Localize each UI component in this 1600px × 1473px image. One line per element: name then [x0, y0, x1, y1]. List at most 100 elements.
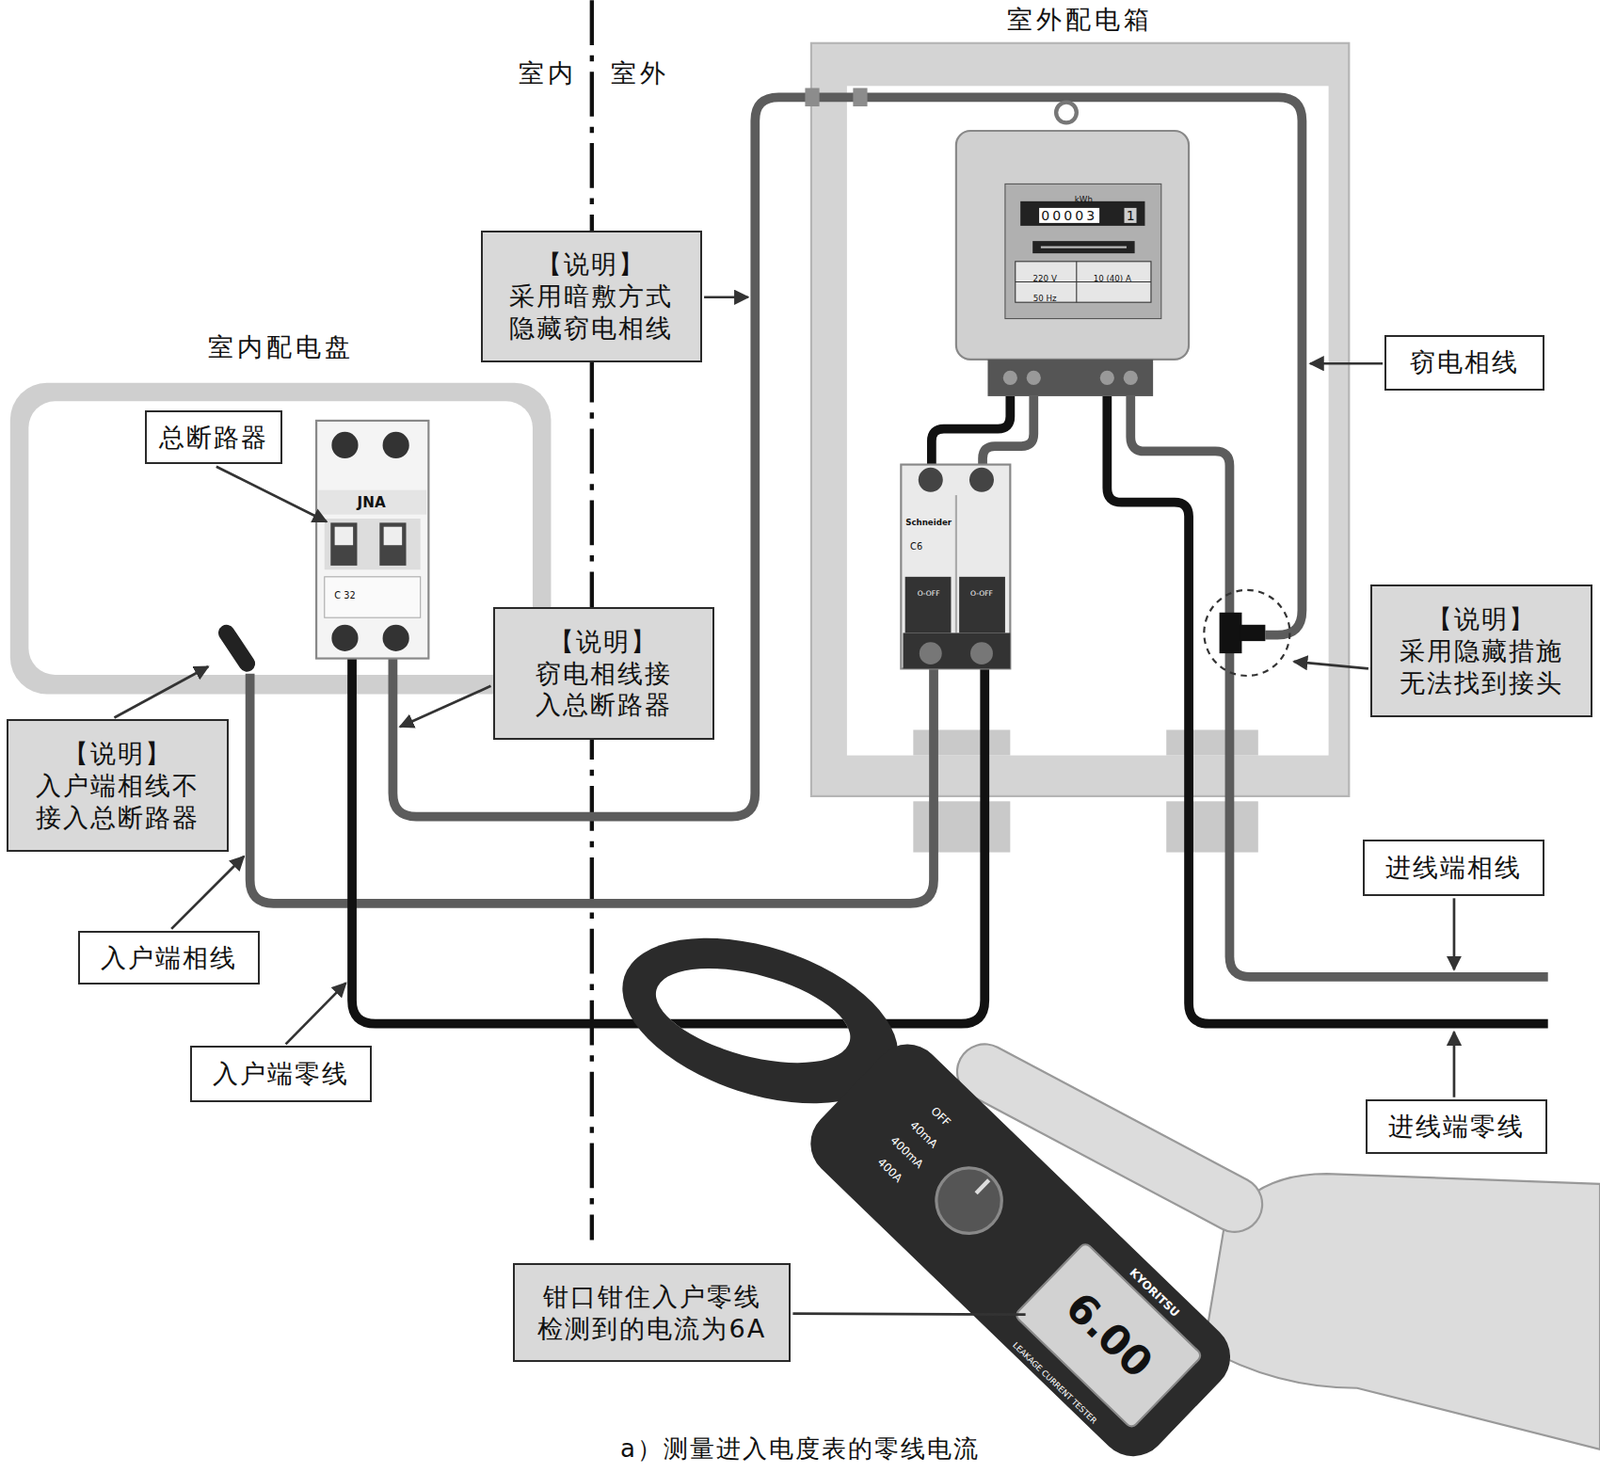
clamp-meter: [645, 950, 861, 1082]
box-heading: 室内配电盘: [10, 331, 552, 364]
hidden-joint: [1219, 612, 1243, 654]
cable-gland: [912, 729, 1010, 755]
energy-meter: [1003, 370, 1018, 385]
meter-breaker: [900, 464, 1010, 670]
indoor-panel-frame: [28, 400, 533, 675]
wire-entry: [804, 88, 819, 108]
note-box: 【说明】窃电相线接 入总断路器: [493, 607, 715, 740]
meter-breaker: [955, 495, 958, 633]
note-text: 入户端相线不 接入总断路器: [30, 769, 206, 834]
energy-meter: [1026, 370, 1041, 385]
meter-breaker: [959, 576, 1006, 634]
neutral-wire: [931, 396, 1010, 468]
note-text: 总断路器: [159, 421, 269, 454]
breaker-brand: Schneider: [905, 518, 952, 528]
cable-gland: [912, 729, 1258, 852]
energy-meter: [1020, 201, 1145, 226]
meter-rating: 220 V: [1033, 274, 1057, 285]
note-heading: 【说明】: [536, 248, 646, 281]
breaker-rating: C 32: [334, 590, 355, 601]
energy-meter: [956, 102, 1189, 397]
leader-arrow: [113, 666, 208, 718]
energy-meter: [1056, 102, 1077, 124]
leader-arrow: [1453, 1031, 1456, 1097]
leader-arrow: [216, 466, 327, 523]
distribution-box: 室外配电箱: [811, 43, 1349, 797]
meter-rating: 50 Hz: [1033, 294, 1057, 304]
note-box: 【说明】采用隐藏措施 无法找到接头: [1370, 584, 1593, 718]
leader-arrow: [1310, 362, 1383, 366]
wire-label: 进线端零线: [1365, 1099, 1548, 1155]
clamp-meter: [976, 1180, 990, 1194]
meter-breaker: [918, 467, 944, 493]
energy-meter: [1005, 183, 1162, 319]
note-heading: 【说明】: [1426, 603, 1536, 636]
leader-arrow: [704, 295, 749, 299]
meter-breaker: [905, 576, 952, 634]
main-breaker: [384, 527, 403, 546]
box-heading: 室外配电箱: [811, 3, 1349, 36]
switch-state: O-OFF: [917, 590, 941, 599]
note-box: 钳口钳住入户零线 检测到的电流为6A: [512, 1263, 791, 1362]
main-breaker: [316, 420, 429, 659]
clamp-meter: [796, 1029, 1245, 1471]
part-label: 总断路器: [144, 410, 283, 464]
main-breaker: [316, 420, 429, 659]
theft-phase-wire: [392, 96, 1302, 816]
wire-cap: [226, 632, 248, 664]
phase-wire: [982, 396, 1034, 468]
breaker-brand: JNA: [357, 496, 386, 512]
main-breaker: [383, 432, 410, 459]
hidden-joint: [1203, 590, 1290, 676]
main-breaker: [318, 490, 427, 515]
note-heading: 【说明】: [63, 737, 173, 770]
clamp-meter: [923, 1154, 1016, 1248]
side-label: 室内: [518, 58, 577, 88]
figure-caption: a）测量进入电度表的零线电流: [620, 1435, 980, 1464]
meter-breaker: [900, 464, 1010, 670]
note-text: 窃电相线: [1409, 346, 1520, 379]
wire-label: 入户端零线: [190, 1045, 372, 1103]
note-text: 进线端相线: [1385, 851, 1522, 884]
wire-label: 窃电相线: [1384, 335, 1545, 392]
note-box: 【说明】入户端相线不 接入总断路器: [6, 719, 229, 852]
main-breaker: [324, 576, 421, 618]
energy-meter: [1100, 370, 1115, 385]
note-text: 采用暗敷方式 隐藏窃电相线: [503, 280, 679, 345]
meter-breaker: [969, 467, 994, 493]
meter-rating: 10 (40) A: [1093, 274, 1132, 285]
main-breaker: [331, 432, 358, 459]
switch-state: O-OFF: [970, 590, 993, 599]
indoor-panel-frame: [10, 383, 552, 695]
note-text: 入户端相线: [100, 942, 238, 975]
meter-breaker: [903, 632, 1011, 669]
main-breaker: [335, 527, 354, 546]
outdoor-box-frame: [811, 43, 1349, 797]
note-heading: 【说明】: [548, 625, 658, 658]
cable-gland: [912, 800, 1010, 852]
meter-register: 1: [1124, 207, 1137, 223]
leader-arrow: [1294, 661, 1369, 670]
outdoor-box-frame: [811, 43, 1349, 797]
energy-meter: [987, 359, 1153, 397]
meter-register: 00003: [1039, 207, 1100, 223]
clamp-meter: [1014, 1242, 1203, 1429]
clamp-meter: [796, 1029, 1245, 1471]
clamp-meter: [601, 906, 1245, 1471]
leader-arrow: [792, 1313, 1025, 1315]
main-breaker: [330, 522, 357, 566]
note-text: 窃电相线接 入总断路器: [529, 657, 678, 722]
wire-label: 进线端相线: [1362, 839, 1545, 896]
wire-entry: [852, 88, 867, 108]
energy-meter: [1123, 370, 1138, 385]
side-label: 室外: [610, 58, 670, 88]
clamp-meter: [612, 1019, 919, 1029]
main-breaker: [331, 624, 358, 652]
note-text: 钳口钳住入户零线 检测到的电流为6A: [532, 1280, 771, 1345]
wire-entry: [804, 88, 867, 108]
wire-label: 入户端相线: [78, 930, 260, 985]
gloved-hand: [1203, 1173, 1600, 1450]
main-breaker: [379, 522, 406, 566]
leader-arrow: [400, 686, 491, 727]
